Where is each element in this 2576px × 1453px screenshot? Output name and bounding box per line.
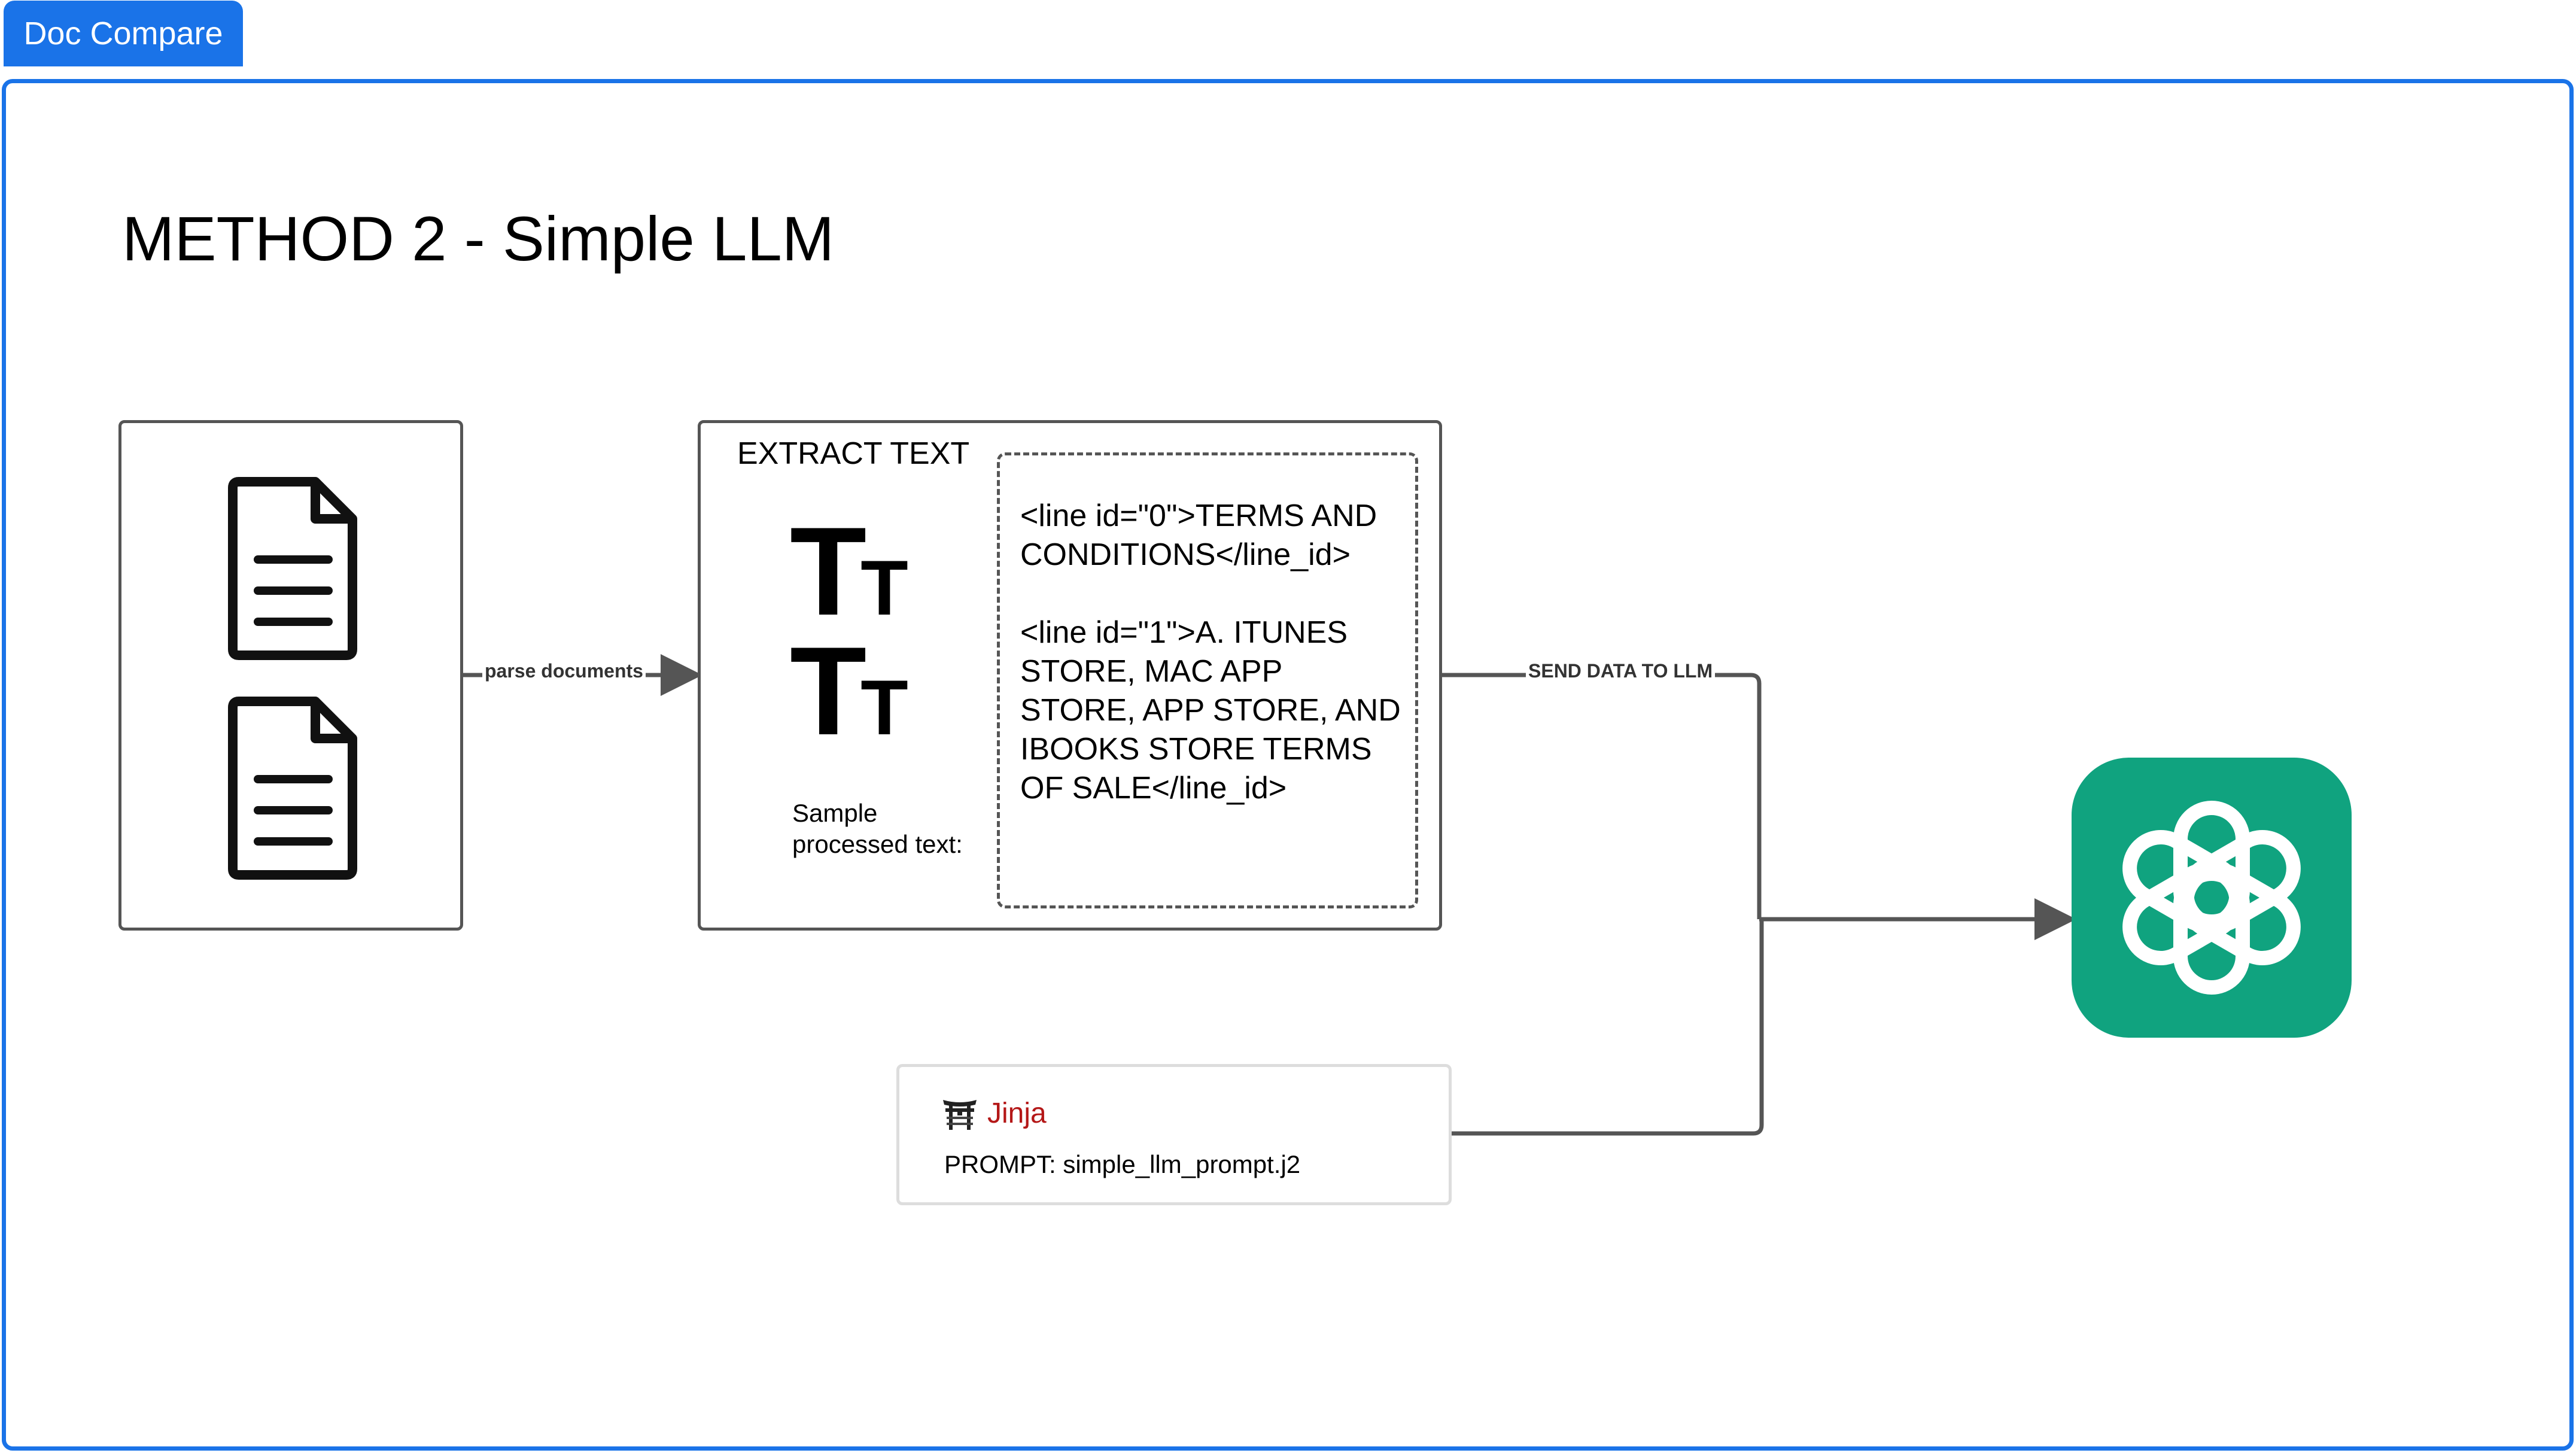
prompt-filename: PROMPT: simple_llm_prompt.j2 (944, 1150, 1301, 1178)
prompt-box (896, 1064, 1452, 1205)
sample-line-1: <line id="1">A. ITUNES STORE, MAC APP ST… (1020, 615, 1401, 805)
extract-text-box (698, 420, 1442, 931)
jinja-logo-text: Jinja (987, 1098, 1047, 1129)
page-title: METHOD 2 - Simple LLM (122, 204, 835, 274)
openai-icon (2122, 801, 2301, 995)
sample-text: <line id="0">TERMS AND CONDITIONS</line_… (1020, 497, 1403, 847)
document-icon (228, 697, 357, 880)
send-data-label: SEND DATA TO LLM (1526, 660, 1716, 682)
text-format-icon: TT (790, 621, 908, 761)
llm-tile (2072, 758, 2352, 1038)
sample-line-0: <line id="0">TERMS AND CONDITIONS</line_… (1020, 498, 1377, 572)
sample-text-panel (997, 452, 1418, 908)
doc-compare-tab[interactable]: Doc Compare (4, 1, 243, 66)
parse-documents-label: parse documents (482, 660, 646, 682)
sample-processed-label: Sample processed text: (792, 799, 963, 858)
document-icon (228, 477, 357, 660)
documents-box (118, 420, 463, 931)
diagram-frame (2, 79, 2574, 1451)
extract-text-title: EXTRACT TEXT (737, 436, 970, 471)
text-format-icon: TT (790, 501, 908, 642)
send-connector (1442, 673, 1762, 919)
prompt-connector (1452, 919, 1764, 1136)
jinja-torii-icon (943, 1100, 977, 1130)
